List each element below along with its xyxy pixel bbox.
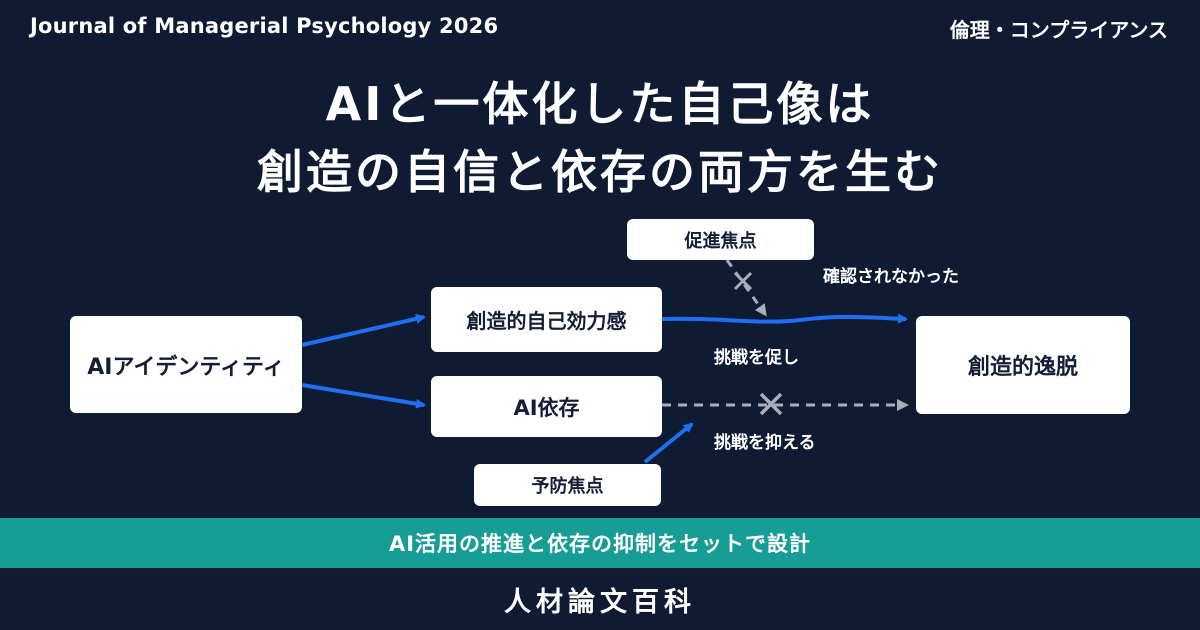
site-name: 人材論文百科 [504, 587, 696, 618]
cross-mark-promotion [733, 271, 753, 291]
arrow-efficacy-to-deviance [661, 313, 908, 324]
arrow-identity-to-efficacy [301, 313, 426, 347]
node-ai-dependence: AI依存 [431, 376, 662, 437]
node-ai-identity: AIアイデンティティ [70, 316, 302, 413]
title-line-1: AIと一体化した自己像は [325, 77, 875, 131]
journal-name: Journal of Managerial Psychology 2026 [30, 14, 499, 38]
arrow-identity-to-dependence [301, 383, 426, 409]
label-suppresses-challenge: 挑戦を抑える [714, 433, 816, 453]
node-self-efficacy: 創造的自己効力感 [431, 287, 662, 352]
title-line-2: 創造の自信と依存の両方を生む [257, 145, 943, 199]
label-not-confirmed: 確認されなかった [823, 267, 959, 287]
arrow-promotion-moderation [725, 259, 767, 317]
arrow-prevention-moderation [643, 422, 694, 464]
node-creative-deviance: 創造的逸脱 [916, 316, 1130, 414]
cross-mark-dependence [759, 392, 783, 416]
node-promotion-focus: 促進焦点 [627, 219, 814, 260]
category-label: 倫理・コンプライアンス [949, 18, 1168, 42]
label-promotes-challenge: 挑戦を促し [714, 348, 799, 368]
summary-banner: AI活用の推進と依存の抑制をセットで設計 [0, 518, 1200, 568]
node-prevention-focus: 予防焦点 [474, 464, 661, 506]
